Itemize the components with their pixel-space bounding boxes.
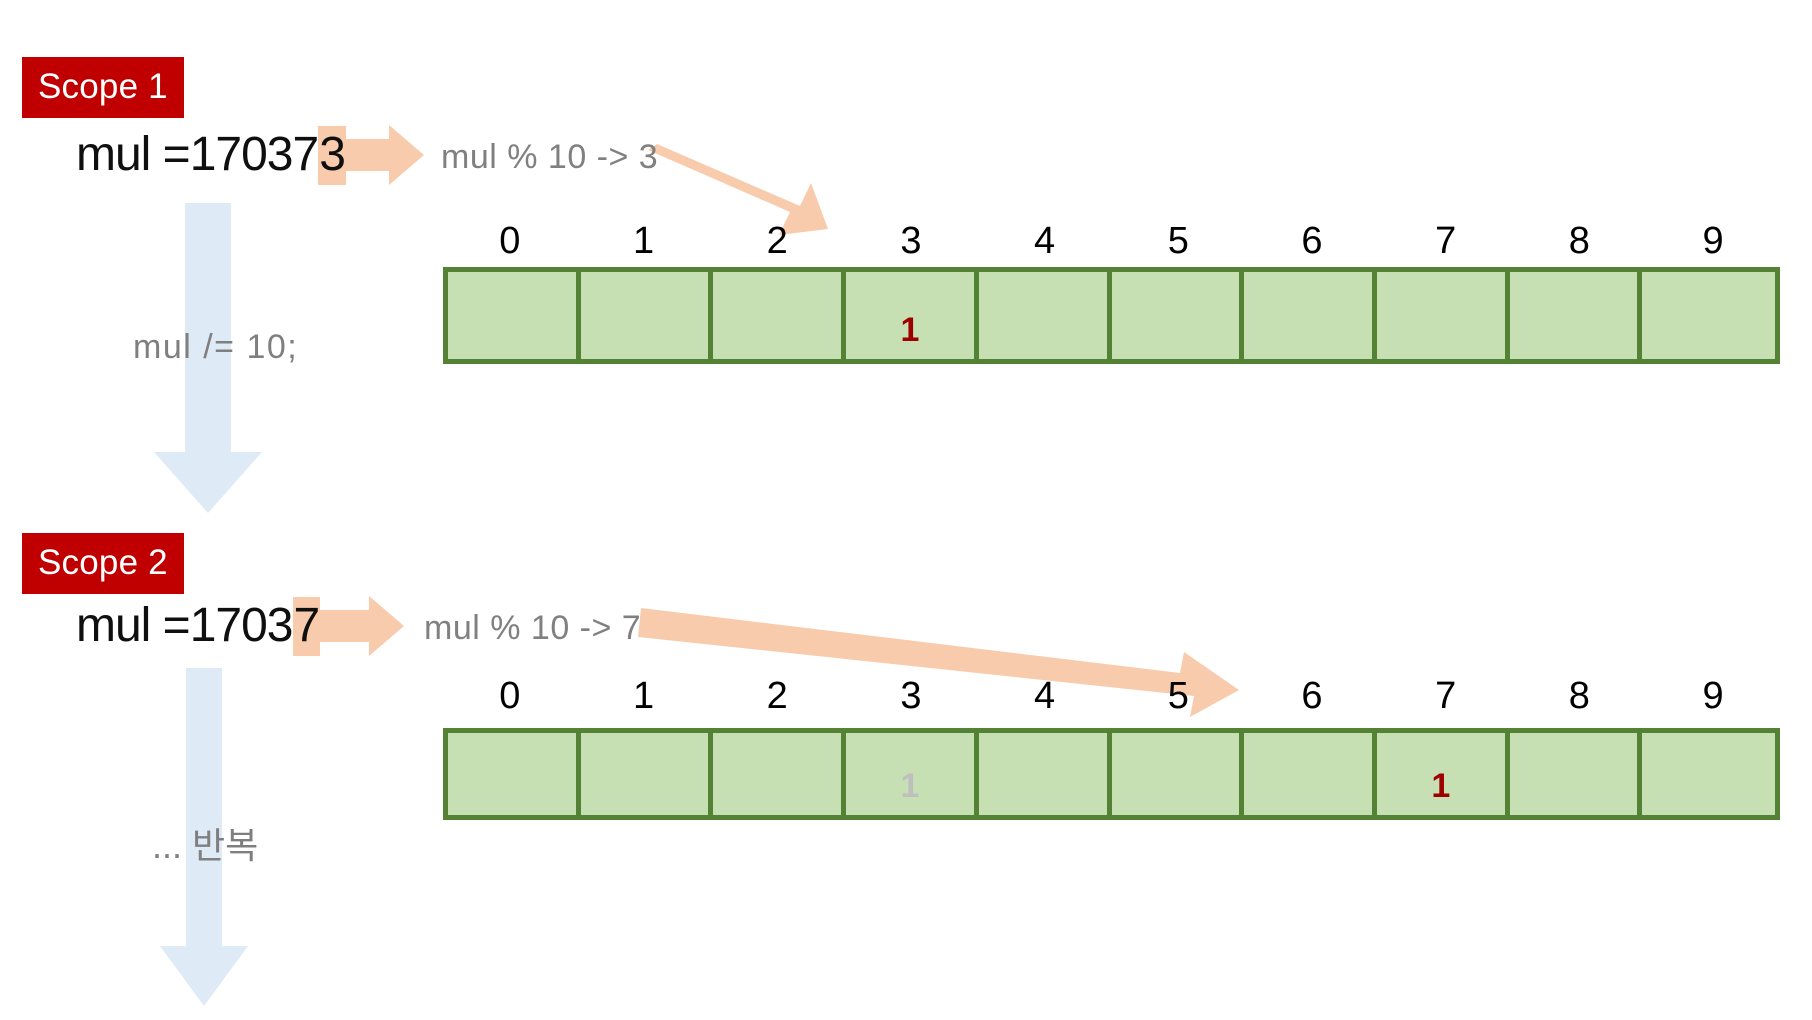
index-label-5: 5 — [1167, 220, 1189, 262]
array-cell-1[interactable] — [580, 272, 714, 359]
flow-label-2: ... 반복 — [152, 825, 259, 866]
index-label-2-2: 2 — [766, 675, 788, 717]
array-cell-9[interactable] — [1642, 272, 1775, 359]
array-cell-8[interactable] — [1509, 272, 1643, 359]
array-cell-2[interactable] — [713, 272, 847, 359]
mul-expr-prefix-2: mul = — [76, 599, 191, 652]
scope-badge-2: Scope 2 — [22, 533, 184, 594]
index-label-2: 2 — [766, 220, 788, 262]
array-cell-7[interactable] — [1376, 272, 1510, 359]
index-label-0: 0 — [499, 220, 521, 262]
mod-annotation-1: mul % 10 -> 3 — [441, 138, 659, 176]
array-cell-2-3[interactable]: 1 — [846, 733, 979, 815]
index-label-2-5: 5 — [1167, 675, 1189, 717]
index-label-2-4: 4 — [1034, 675, 1056, 717]
index-label-9: 9 — [1702, 220, 1724, 262]
index-label-2-8: 8 — [1568, 675, 1590, 717]
array-cell-2-5[interactable] — [1111, 733, 1245, 815]
mul-expression-1: mul =170373 — [76, 126, 346, 185]
array-cell-value-2-3: 1 — [900, 767, 920, 805]
array-cell-2-4[interactable] — [978, 733, 1112, 815]
index-row-2: 0 1 2 3 4 5 6 7 8 9 — [443, 677, 1780, 715]
array-cell-value-2-7: 1 — [1431, 767, 1451, 805]
flow-label-1: mul /= 10; — [133, 328, 299, 366]
array-cell-5[interactable] — [1111, 272, 1245, 359]
index-label-7: 7 — [1435, 220, 1457, 262]
mul-expression-2: mul =17037 — [76, 597, 321, 656]
array-cell-2-2[interactable] — [713, 733, 847, 815]
mul-expr-highlighted-digit-1: 3 — [318, 126, 346, 185]
array-cell-2-8[interactable] — [1509, 733, 1643, 815]
index-label-2-0: 0 — [499, 675, 521, 717]
index-label-2-6: 6 — [1301, 675, 1323, 717]
index-label-8: 8 — [1568, 220, 1590, 262]
index-row-1: 0 1 2 3 4 5 6 7 8 9 — [443, 222, 1780, 260]
mul-expr-prefix-1: mul = — [76, 128, 191, 181]
index-label-6: 6 — [1301, 220, 1323, 262]
array-cell-6[interactable] — [1244, 272, 1377, 359]
scope2-right-arrow-icon — [318, 596, 404, 656]
array-cell-2-0[interactable] — [448, 733, 581, 815]
mul-expr-highlighted-digit-2: 7 — [292, 597, 321, 656]
array-cell-2-7[interactable]: 1 — [1376, 733, 1510, 815]
array-cell-2-1[interactable] — [580, 733, 714, 815]
array-2: 1 1 — [443, 728, 1780, 820]
index-label-2-3: 3 — [900, 675, 922, 717]
mul-expr-head-2: 1703 — [189, 599, 294, 652]
array-cell-2-6[interactable] — [1244, 733, 1377, 815]
array-cell-0[interactable] — [448, 272, 581, 359]
index-label-3: 3 — [900, 220, 922, 262]
array-cell-3[interactable]: 1 — [846, 272, 979, 359]
array-cell-4[interactable] — [978, 272, 1112, 359]
scope-badge-1: Scope 1 — [22, 57, 184, 118]
array-cell-2-9[interactable] — [1642, 733, 1775, 815]
index-label-1: 1 — [632, 220, 655, 262]
index-label-2-7: 7 — [1435, 675, 1457, 717]
array-1: 1 — [443, 267, 1780, 364]
index-label-2-1: 1 — [632, 675, 655, 717]
mod-annotation-2: mul % 10 -> 7 — [424, 609, 642, 647]
scope1-right-arrow-icon — [338, 125, 424, 185]
mul-expr-head-1: 17037 — [189, 128, 319, 181]
index-label-4: 4 — [1034, 220, 1056, 262]
array-cell-value-3: 1 — [900, 311, 920, 349]
index-label-2-9: 9 — [1702, 675, 1724, 717]
